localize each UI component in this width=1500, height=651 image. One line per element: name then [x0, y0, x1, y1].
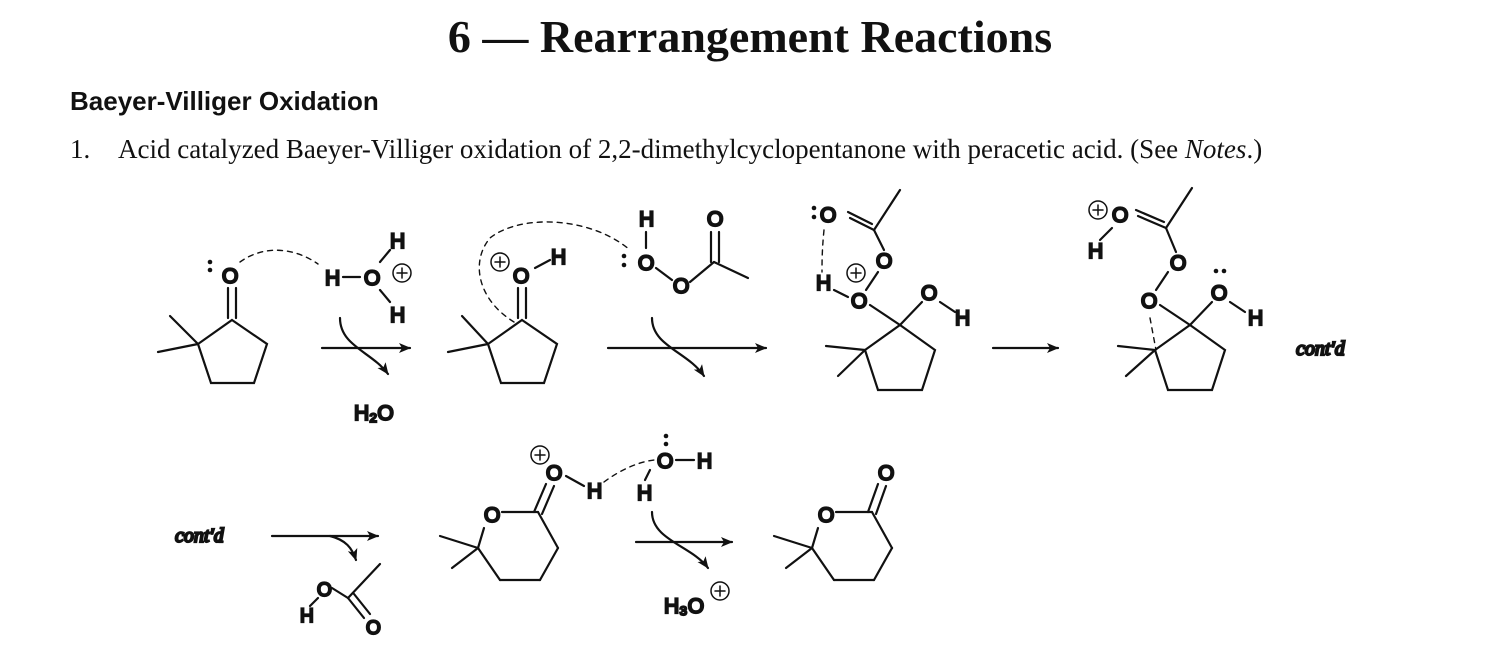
- atom-label: H: [639, 208, 654, 231]
- byproduct-hydronium: H₃O: [664, 595, 704, 618]
- reaction-arrow-1: H₂O: [320, 316, 412, 426]
- page-title: 6 — Rearrangement Reactions: [447, 11, 1053, 62]
- atom-label: H: [551, 246, 566, 269]
- atom-label: H: [390, 304, 405, 327]
- atom-label: O: [546, 462, 562, 485]
- atom-label: O: [1170, 252, 1186, 275]
- atom-label: H: [697, 450, 712, 473]
- protonated-ketone: O H: [446, 221, 631, 385]
- atom-label: H: [587, 480, 602, 503]
- water-base: O H H: [636, 433, 713, 506]
- atom-label: O: [364, 267, 380, 290]
- atom-label: O: [657, 450, 673, 473]
- peracetic-acid: H O O O: [621, 207, 750, 299]
- problem-statement: 1. Acid catalyzed Baeyer-Villiger oxidati…: [70, 134, 1262, 165]
- tetrahedral-intermediate-protonated: O O H H O O: [811, 188, 971, 392]
- atom-label: H: [1248, 307, 1263, 330]
- reaction-arrow-2: [606, 316, 768, 378]
- protonated-lactone: O O H: [438, 445, 655, 582]
- byproduct-water: H₂O: [354, 402, 394, 425]
- atom-label: H: [955, 307, 970, 330]
- atom-label: O: [1141, 290, 1157, 313]
- atom-label: H: [637, 482, 652, 505]
- atom-label: H: [300, 606, 314, 627]
- atom-label: O: [1112, 204, 1128, 227]
- atom-label: O: [1211, 282, 1227, 305]
- problem-number: 1.: [70, 134, 91, 164]
- continued-label: cont'd: [175, 525, 225, 547]
- acetic-acid-byproduct: H O O: [299, 562, 382, 640]
- atom-label: O: [820, 204, 836, 227]
- atom-label: O: [673, 275, 689, 298]
- atom-label: O: [317, 580, 332, 601]
- atom-label: O: [484, 504, 500, 527]
- atom-label: H: [816, 272, 831, 295]
- atom-label: O: [638, 252, 654, 275]
- atom-label: O: [222, 265, 238, 288]
- criegee-intermediate: O O H O O H: [1087, 186, 1264, 392]
- problem-text-italic: Notes: [1184, 134, 1247, 164]
- atom-label: O: [366, 618, 381, 639]
- protonated-water: H O H H: [324, 229, 412, 328]
- atom-label: O: [876, 250, 892, 273]
- product-lactone: O O: [772, 461, 895, 582]
- reaction-arrow-5: H₃O: [634, 510, 734, 619]
- atom-label: H: [325, 267, 340, 290]
- section-heading: Baeyer-Villiger Oxidation: [70, 86, 379, 116]
- problem-text: Acid catalyzed Baeyer-Villiger oxidation…: [118, 134, 1185, 164]
- continued-label: cont'd: [1296, 338, 1346, 360]
- atom-label: O: [513, 265, 529, 288]
- atom-label: H: [390, 230, 405, 253]
- atom-label: O: [851, 290, 867, 313]
- problem-text-end: .): [1246, 134, 1263, 164]
- atom-label: O: [818, 504, 834, 527]
- atom-label: O: [707, 208, 723, 231]
- atom-label: H: [1088, 240, 1103, 263]
- reaction-arrow-4: [270, 531, 380, 562]
- ketone-starting-material: O: [156, 249, 319, 385]
- atom-label: O: [878, 462, 894, 485]
- atom-label: O: [921, 282, 937, 305]
